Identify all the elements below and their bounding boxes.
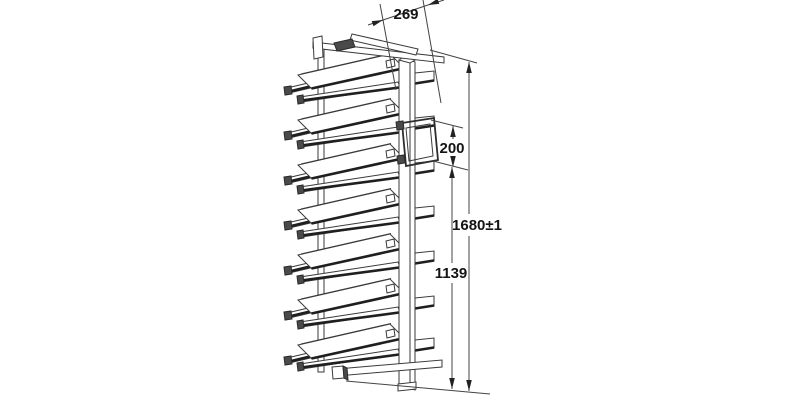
top-mounting-arm bbox=[312, 33, 445, 64]
dimension-label-shelf-depth: 269 bbox=[393, 6, 418, 23]
dimension-bracket-height: 200 bbox=[430, 119, 469, 171]
dimension-label-bracket-height: 200 bbox=[439, 140, 464, 157]
dimension-label-lower-height: 1139 bbox=[435, 265, 468, 282]
dimension-shelf-depth: 269 bbox=[367, 0, 445, 104]
clamp-block bbox=[333, 38, 356, 52]
vertical-post bbox=[397, 55, 417, 391]
mounting-bracket bbox=[395, 116, 439, 168]
dimension-label-total-height: 1680±1 bbox=[452, 217, 502, 234]
bottom-pivot-arm bbox=[331, 359, 443, 392]
dimension-total-height: 1680±1 bbox=[345, 49, 502, 395]
dimension-lower-height: 1139 bbox=[435, 167, 468, 389]
